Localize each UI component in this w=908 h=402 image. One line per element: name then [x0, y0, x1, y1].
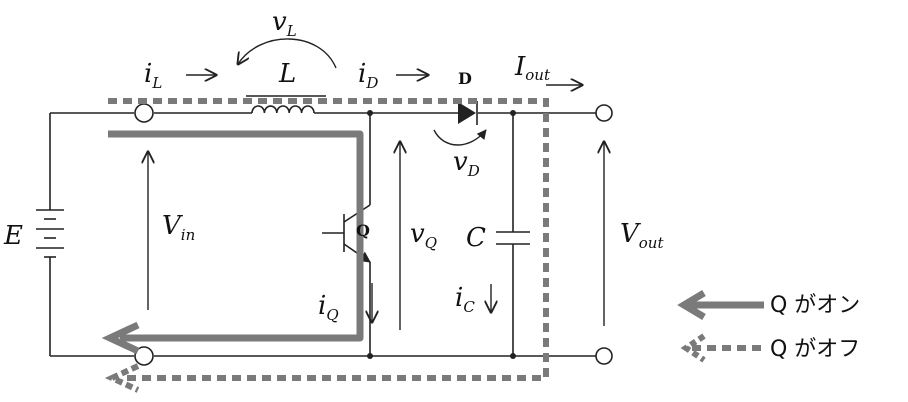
label-Iout: Iout	[514, 52, 551, 84]
terminal-out-bottom	[595, 347, 613, 365]
terminal-out-top	[595, 104, 613, 122]
terminal-in-bottom	[134, 346, 154, 366]
svg-text:Q がオン: Q がオン	[770, 293, 860, 318]
label-Vout: Vout	[620, 219, 664, 252]
terminals	[134, 103, 613, 366]
label-D: D	[458, 69, 472, 88]
label-vL: vL	[272, 7, 297, 40]
q-off-arrowhead	[104, 363, 140, 393]
q-on-current-path	[108, 130, 364, 342]
legend-q-on: Q がオン	[677, 289, 860, 321]
component-labels: vL iL L iD D Iout vD E Vin Q vQ iQ C iC …	[3, 7, 664, 324]
label-iD: iD	[358, 59, 378, 92]
legend: Q がオン Q がオフ	[677, 289, 860, 363]
q-off-current-path	[108, 98, 549, 381]
inductor-symbol	[246, 95, 326, 114]
label-E: E	[3, 221, 23, 251]
capacitor-symbol	[496, 231, 530, 245]
svg-text:Q がオフ: Q がオフ	[770, 337, 860, 362]
label-Vin: Vin	[162, 211, 195, 244]
circuit-wires	[49, 112, 596, 357]
label-vD: vD	[453, 147, 480, 180]
annotation-arrows	[148, 38, 604, 330]
label-vQ: vQ	[410, 219, 437, 252]
legend-q-off: Q がオフ	[680, 333, 860, 363]
label-iL: iL	[144, 59, 162, 92]
label-iC: iC	[455, 283, 475, 316]
q-on-arrowhead	[101, 321, 140, 355]
label-C: C	[466, 223, 486, 253]
label-iQ: iQ	[318, 291, 339, 324]
battery-symbol	[36, 209, 64, 264]
label-Q: Q	[356, 221, 370, 240]
junction-dots	[367, 110, 516, 359]
label-L: L	[278, 59, 296, 89]
terminal-in-top	[134, 103, 154, 123]
diode-symbol	[458, 101, 478, 125]
